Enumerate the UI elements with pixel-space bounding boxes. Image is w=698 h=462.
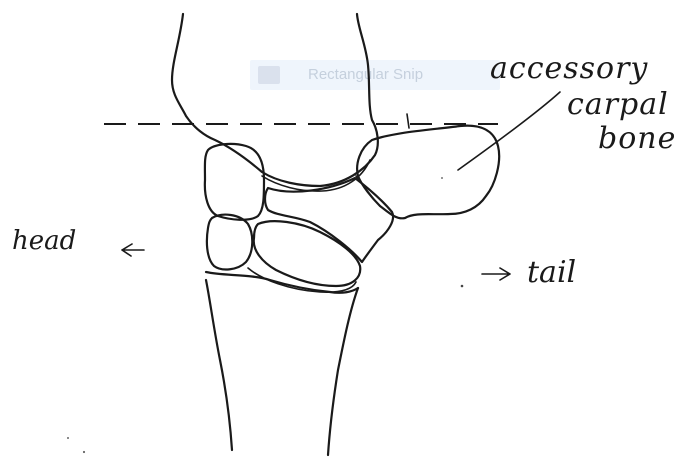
paper-speck — [461, 285, 464, 288]
label-carpal: carpal — [567, 90, 669, 120]
joint-line-lower — [206, 272, 358, 293]
paper-speck — [441, 177, 443, 179]
leader-line — [458, 92, 560, 170]
lower-bone-outline — [206, 280, 232, 450]
carpal-lower-left — [207, 215, 252, 270]
paper-speck — [83, 451, 85, 453]
label-bone: bone — [598, 124, 676, 154]
dashed-tick — [407, 114, 409, 128]
label-head: head — [12, 228, 76, 254]
carpal-lower-oval — [254, 221, 361, 286]
carpal-top-left — [205, 144, 264, 220]
label-tail: tail — [527, 258, 576, 288]
tail-arrow-icon — [482, 268, 510, 280]
paper-speck — [67, 437, 69, 439]
upper-bone-outline — [172, 14, 378, 186]
label-accessory: accessory — [490, 54, 648, 84]
lower-bone-outline-right — [328, 288, 358, 455]
head-arrow-icon — [122, 244, 144, 256]
carpal-accent-arc — [356, 176, 380, 206]
